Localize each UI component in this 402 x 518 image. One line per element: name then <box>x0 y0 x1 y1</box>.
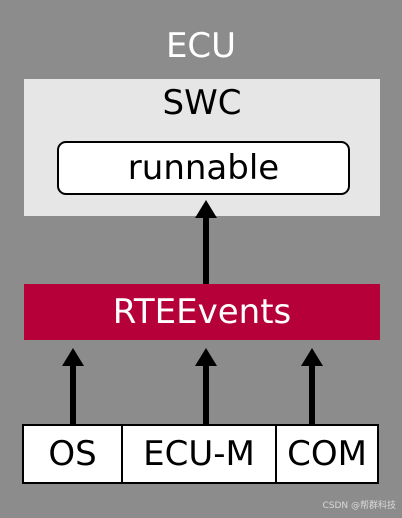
source-ecu-m-label: ECU-M <box>143 434 255 474</box>
event-sources-row: OS ECU-M COM <box>22 424 379 484</box>
swc-label: SWC <box>162 83 242 123</box>
watermark: CSDN @帮群科技 <box>322 501 396 511</box>
rte-events-bar: RTEEvents <box>24 284 380 340</box>
source-com-box: COM <box>277 426 377 482</box>
rte-events-label: RTEEvents <box>112 292 292 332</box>
source-os-box: OS <box>24 426 123 482</box>
runnable-label: runnable <box>127 148 280 188</box>
ecu-label: ECU <box>165 26 237 66</box>
runnable-box: runnable <box>57 141 350 195</box>
arrow-com-to-rte <box>301 348 323 424</box>
arrow-ecu-m-to-rte <box>195 348 217 424</box>
arrow-rte-to-runnable <box>195 200 217 284</box>
source-os-label: OS <box>48 434 97 474</box>
arrow-os-to-rte <box>62 348 84 424</box>
source-ecu-m-box: ECU-M <box>123 426 277 482</box>
source-com-label: COM <box>287 434 367 474</box>
